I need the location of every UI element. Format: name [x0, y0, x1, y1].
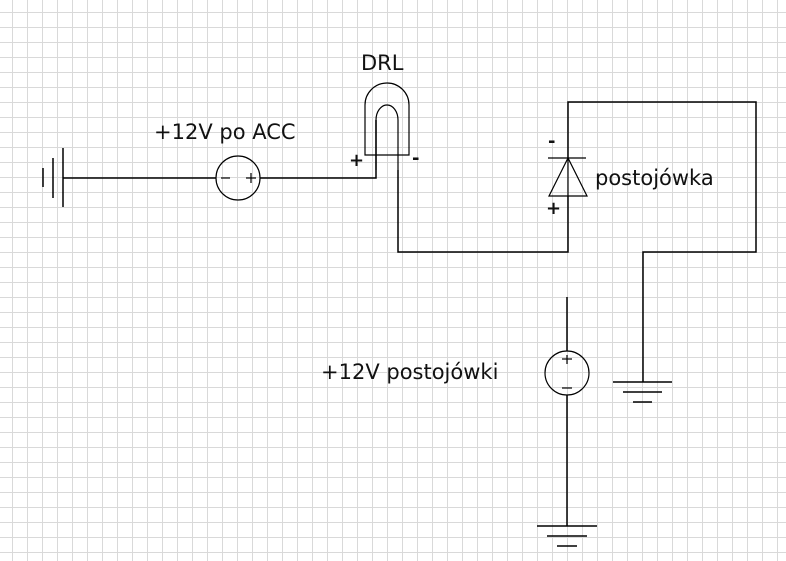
drl-lamp-symbol — [364, 82, 410, 170]
diode-symbol — [548, 156, 588, 197]
wire — [397, 170, 569, 253]
wire — [567, 101, 757, 382]
diode-minus-sign: - — [548, 131, 556, 152]
ground-right-symbol — [613, 381, 672, 403]
acc-source-symbol — [215, 155, 261, 201]
drl-plus-sign: + — [349, 150, 365, 171]
drl-minus-sign: - — [412, 148, 420, 169]
ground-bottom-symbol — [537, 525, 597, 547]
diode-label: postojówka — [595, 166, 714, 190]
parking-source-label: +12V postojówki — [321, 360, 499, 384]
diode-plus-sign: + — [546, 198, 562, 219]
drl-label: DRL — [361, 51, 404, 75]
acc-source-label: +12V po ACC — [154, 120, 296, 144]
ground-left-symbol — [42, 148, 64, 207]
parking-source-symbol — [544, 350, 590, 396]
